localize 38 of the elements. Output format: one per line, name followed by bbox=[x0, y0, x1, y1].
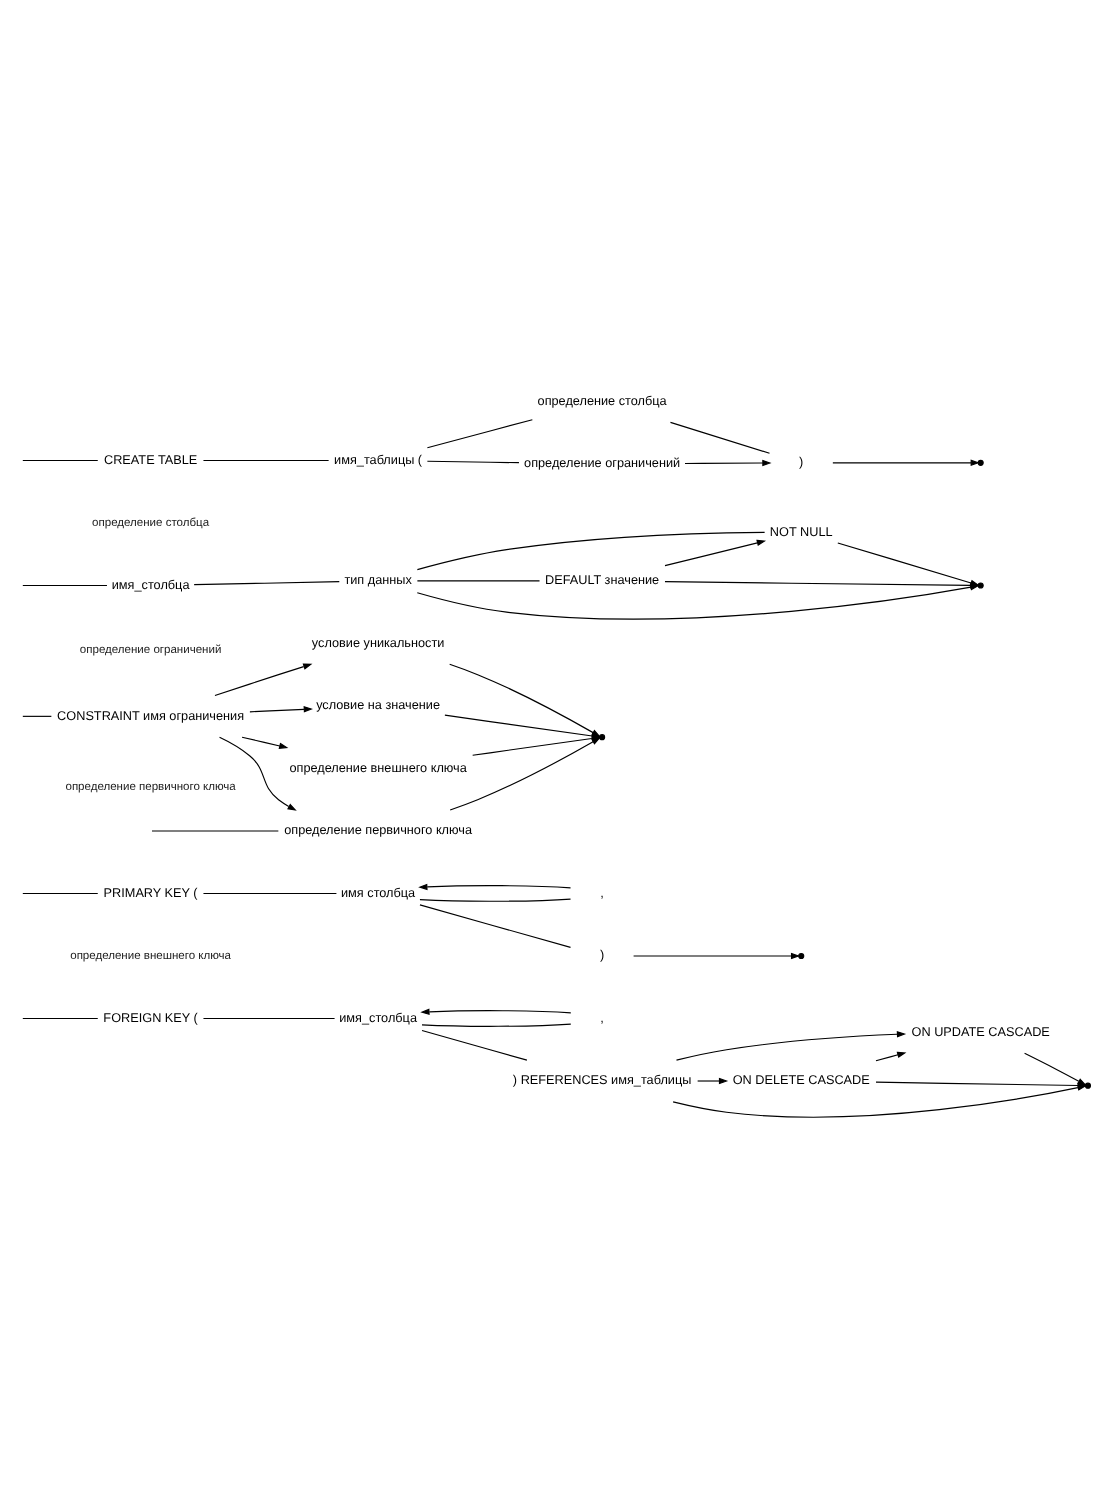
connector bbox=[419, 898, 572, 902]
arrow bbox=[241, 736, 289, 749]
arrow bbox=[633, 952, 801, 960]
arrow bbox=[1024, 1052, 1087, 1086]
arrow bbox=[249, 706, 313, 713]
arrow bbox=[214, 663, 313, 697]
node-dot bbox=[977, 582, 984, 589]
connector bbox=[421, 1023, 572, 1027]
connector bbox=[416, 580, 541, 582]
connector bbox=[202, 892, 337, 895]
node-dot bbox=[1084, 1082, 1091, 1089]
arrow bbox=[875, 1051, 907, 1062]
connector bbox=[426, 460, 520, 464]
connector bbox=[22, 715, 52, 717]
node-dot bbox=[599, 734, 606, 741]
connector bbox=[202, 1017, 336, 1020]
arrow bbox=[684, 459, 772, 467]
connector bbox=[22, 584, 108, 587]
node-dot bbox=[977, 459, 984, 466]
arrow bbox=[697, 1077, 729, 1085]
connector bbox=[426, 419, 533, 449]
connector bbox=[22, 892, 99, 895]
arrow bbox=[218, 736, 297, 811]
connector bbox=[193, 581, 340, 586]
node-dot bbox=[798, 952, 805, 960]
connector bbox=[421, 1029, 528, 1061]
connector bbox=[416, 531, 766, 571]
arrow bbox=[420, 1008, 572, 1016]
arrow bbox=[832, 459, 980, 467]
connector bbox=[22, 459, 99, 462]
connector bbox=[419, 904, 572, 948]
connector bbox=[22, 1017, 99, 1020]
arrow bbox=[664, 539, 767, 567]
arrow bbox=[837, 542, 980, 586]
arrow bbox=[418, 883, 572, 891]
connector bbox=[202, 459, 330, 462]
connector bbox=[669, 421, 771, 454]
arrow bbox=[675, 1031, 907, 1061]
